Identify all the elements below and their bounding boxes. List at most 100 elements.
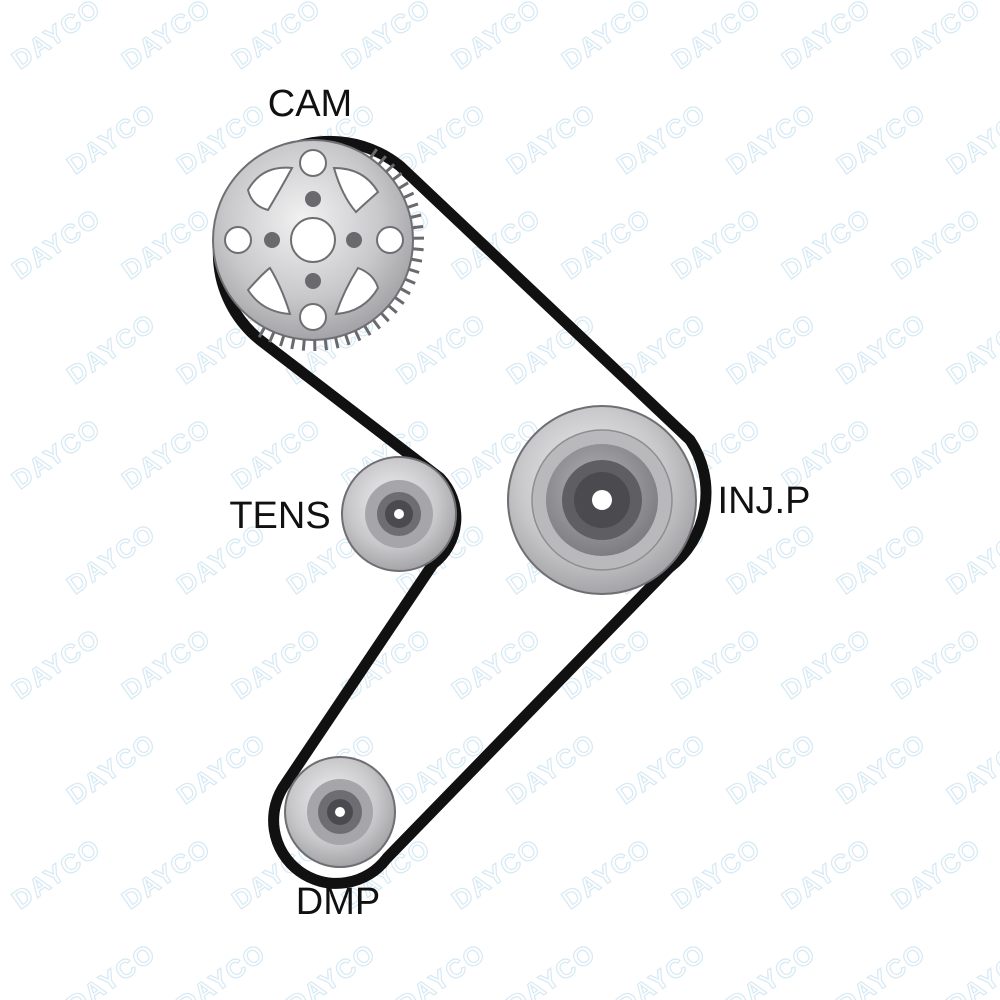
cam-tooth (394, 296, 405, 305)
cam-tooth (323, 339, 328, 351)
tensioner-pulley (341, 456, 457, 572)
cam-tooth (412, 247, 424, 252)
watermark-text: DAYCO (611, 97, 711, 180)
cam-tooth (399, 287, 411, 296)
watermark-text: DAYCO (831, 517, 931, 600)
cam-tooth (410, 213, 422, 219)
watermark-text: DAYCO (336, 0, 436, 75)
watermark-text: DAYCO (446, 622, 546, 705)
cam-label: CAM (268, 83, 352, 125)
watermark-text: DAYCO (666, 622, 766, 705)
watermark-text: DAYCO (116, 832, 216, 915)
watermark-text: DAYCO (941, 937, 1000, 1000)
cam-tooth (353, 329, 362, 342)
cam-tooth (404, 277, 416, 285)
cam-tooth (268, 331, 276, 343)
watermark-text: DAYCO (721, 97, 821, 180)
watermark-text: DAYCO (116, 0, 216, 75)
cam-tooth (363, 324, 372, 336)
watermark-text: DAYCO (776, 832, 876, 915)
watermark-text: DAYCO (776, 202, 876, 285)
cam-tooth (334, 337, 340, 349)
watermark-text: DAYCO (611, 937, 711, 1000)
watermark-text: DAYCO (171, 937, 271, 1000)
watermark-text: DAYCO (556, 0, 656, 75)
watermark-text: DAYCO (6, 622, 106, 705)
watermark-text: DAYCO (721, 517, 821, 600)
cam-tooth (344, 334, 351, 346)
watermark-text: DAYCO (501, 937, 601, 1000)
cam-tooth (412, 225, 424, 230)
watermark-text: DAYCO (611, 727, 711, 810)
watermark-text: DAYCO (6, 0, 106, 75)
watermark-text: DAYCO (446, 832, 546, 915)
cam-tooth (377, 155, 387, 166)
cam-tooth (380, 312, 390, 323)
cam-tooth (301, 339, 306, 351)
watermark-text: DAYCO (776, 0, 876, 75)
cam-tooth (369, 148, 378, 159)
watermark-text: DAYCO (6, 202, 106, 285)
cam-tooth (397, 181, 409, 190)
watermark-text: DAYCO (446, 0, 546, 75)
cam-tooth (407, 202, 419, 209)
tensioner-label: TENS (229, 495, 330, 537)
watermark-text: DAYCO (226, 0, 326, 75)
watermark-text: DAYCO (886, 0, 986, 75)
cam-tooth (385, 163, 396, 173)
watermark-text: DAYCO (721, 307, 821, 390)
watermark-text: DAYCO (666, 202, 766, 285)
watermark-text: DAYCO (61, 307, 161, 390)
damper-pulley (284, 756, 396, 868)
watermark-text: DAYCO (446, 202, 546, 285)
cam-tooth (387, 304, 398, 314)
watermark-text: DAYCO (116, 202, 216, 285)
watermark-text: DAYCO (941, 727, 1000, 810)
watermark-text: DAYCO (6, 832, 106, 915)
watermark-text: DAYCO (226, 622, 326, 705)
watermark-text: DAYCO (61, 517, 161, 600)
watermark-text: DAYCO (61, 727, 161, 810)
watermark-text: DAYCO (501, 97, 601, 180)
watermark-text: DAYCO (776, 622, 876, 705)
cam-sprocket (212, 139, 414, 341)
watermark-text: DAYCO (886, 832, 986, 915)
watermark-text: DAYCO (831, 307, 931, 390)
cam-tooth (402, 191, 415, 200)
cam-sprocket-teeth (257, 148, 425, 352)
cam-tooth (372, 318, 381, 330)
watermark-text: DAYCO (391, 307, 491, 390)
watermark-text: DAYCO (941, 517, 1000, 600)
watermark-text: DAYCO (831, 727, 931, 810)
watermark-text: DAYCO (116, 622, 216, 705)
watermark-text: DAYCO (886, 622, 986, 705)
cam-tooth (257, 326, 266, 338)
watermark-text: DAYCO (226, 412, 326, 495)
watermark-text: DAYCO (281, 937, 381, 1000)
cam-tooth (410, 257, 423, 263)
watermark-text: DAYCO (391, 937, 491, 1000)
watermark-text: DAYCO (666, 832, 766, 915)
watermark-text: DAYCO (171, 727, 271, 810)
watermark-text: DAYCO (556, 832, 656, 915)
damper-label: DMP (296, 881, 380, 923)
watermark-text: DAYCO (721, 937, 821, 1000)
cam-tooth (290, 337, 296, 350)
watermark-text: DAYCO (61, 97, 161, 180)
watermark-text: DAYCO (941, 97, 1000, 180)
watermark-text: DAYCO (556, 202, 656, 285)
watermark-text: DAYCO (666, 0, 766, 75)
watermark-text: DAYCO (886, 412, 986, 495)
injection-pump-label: INJ.P (718, 480, 811, 522)
watermark-text: DAYCO (116, 412, 216, 495)
cam-tooth (391, 172, 403, 181)
watermark-text: DAYCO (886, 202, 986, 285)
watermark-text: DAYCO (721, 727, 821, 810)
cam-tooth (408, 267, 420, 274)
watermark-text: DAYCO (941, 307, 1000, 390)
cam-tooth (279, 335, 286, 347)
watermark-text: DAYCO (831, 937, 931, 1000)
watermark-text: DAYCO (501, 727, 601, 810)
